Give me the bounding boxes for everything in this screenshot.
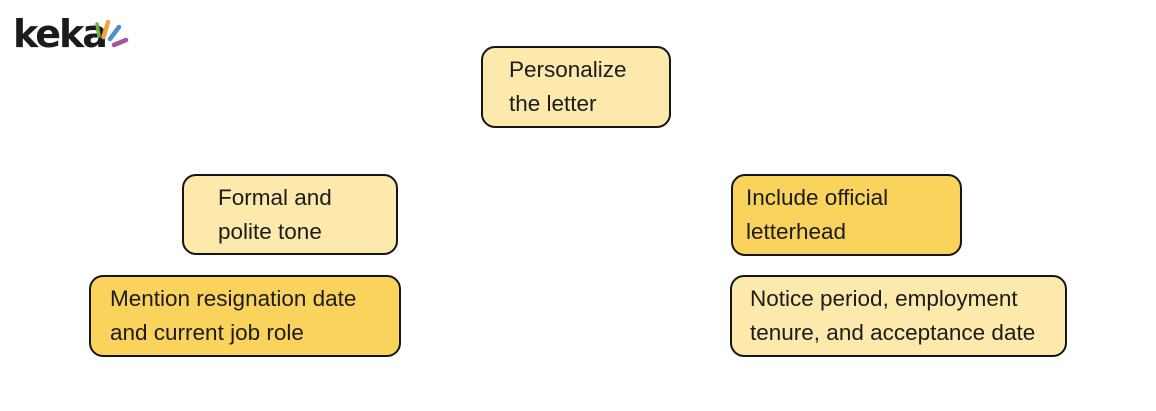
spark-stroke-orange-icon (101, 19, 111, 40)
tip-box-mention-resignation-date: Mention resignation date and current job … (89, 275, 401, 357)
tip-box-line: the letter (509, 91, 597, 116)
keka-logo: keka (13, 10, 143, 66)
tip-box-line: and current job role (110, 320, 304, 345)
tip-box-include-official-letterhead: Include official letterhead (731, 174, 962, 256)
tip-box-line: Include official (746, 185, 889, 210)
spark-stroke-blue-icon (107, 24, 122, 42)
tip-box-line: tenure, and acceptance date (750, 320, 1036, 345)
tip-box-line: polite tone (218, 218, 322, 244)
tip-box-line: letterhead (746, 219, 847, 244)
tip-box-personalize-letter: Personalize the letter (481, 46, 671, 128)
tip-box-line: Formal and (218, 184, 332, 210)
keka-logo-sparks-icon (95, 19, 129, 48)
tip-box-formal-polite-tone: Formal and polite tone (182, 174, 398, 255)
tip-box-line: Mention resignation date (110, 286, 357, 311)
spark-stroke-green-icon (95, 22, 101, 38)
keka-logo-text: keka (13, 12, 108, 56)
tip-box-line: Notice period, employment (750, 286, 1018, 311)
spark-stroke-purple-icon (111, 37, 129, 48)
tip-box-line: Personalize (509, 57, 627, 82)
tip-box-notice-period-details: Notice period, employment tenure, and acc… (730, 275, 1067, 357)
